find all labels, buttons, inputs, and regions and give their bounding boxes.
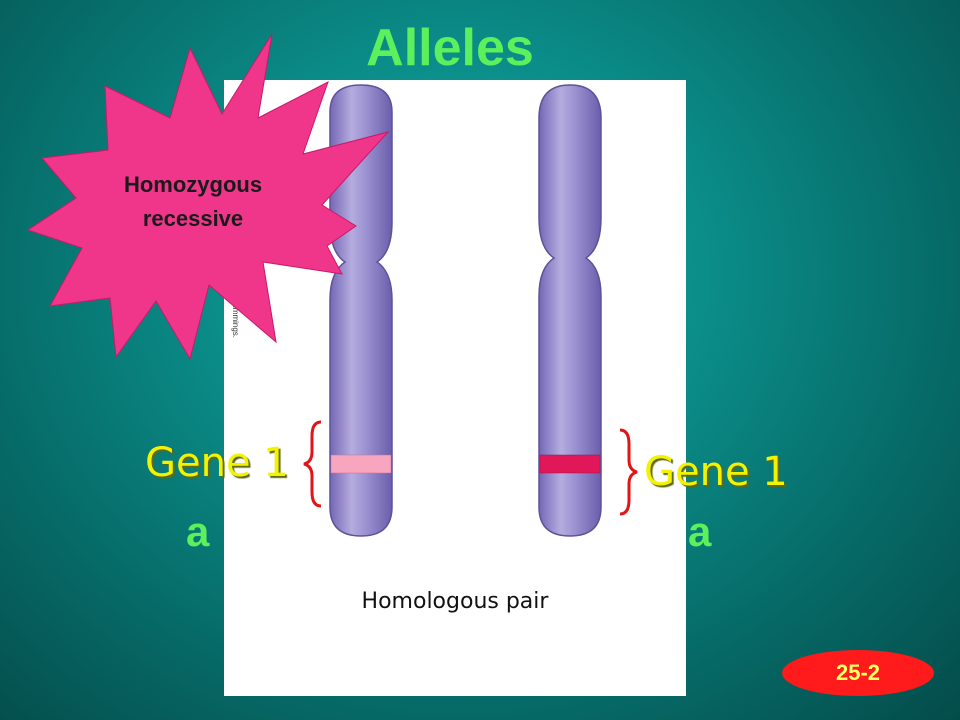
left-gene-label: Gene 1 [145,440,289,486]
right-gene-label: Gene 1 [644,449,788,495]
slide-title: Alleles [366,19,534,77]
left-allele: a [186,508,210,555]
slide-number-badge: 25-2 [782,650,934,696]
right-chromosome [538,84,602,537]
callout-text: Homozygous recessive [88,168,298,236]
right-gene-band [539,454,601,474]
callout-line-1: Homozygous [123,172,263,197]
left-bracket [303,420,322,508]
left-gene-band [330,454,392,474]
right-allele: a [688,508,712,555]
homologous-pair-label: Homologous pair [361,589,549,614]
callout-line-2: recessive [142,206,244,231]
right-bracket [619,428,638,516]
